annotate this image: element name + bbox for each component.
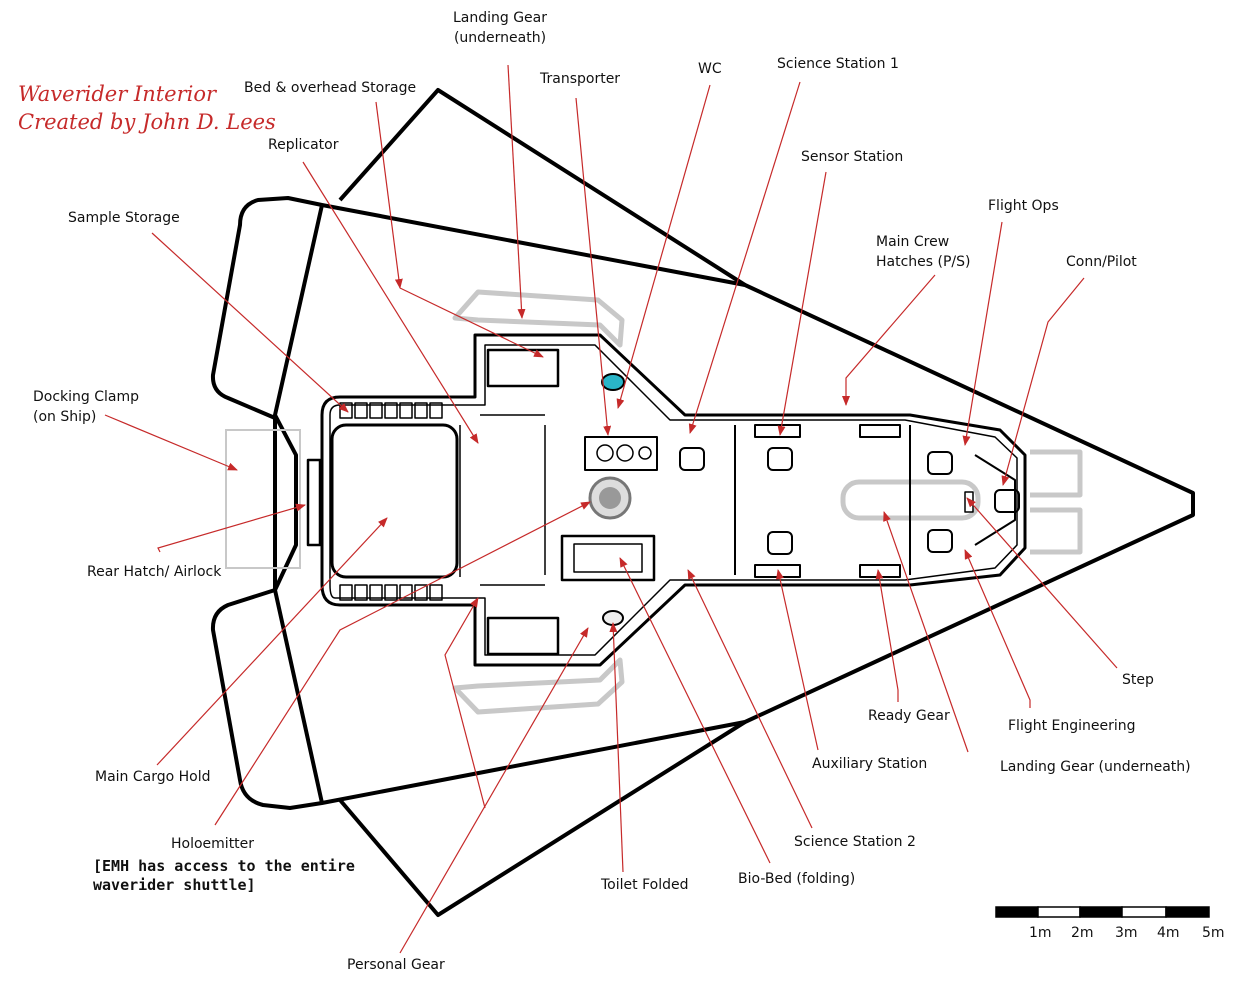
docking-clamp	[225, 429, 301, 569]
leader-auxiliary	[776, 569, 819, 751]
transporter-console	[584, 436, 658, 471]
emh-note-line1: [EMH has access to the entire	[93, 857, 355, 875]
label-step: Step	[1122, 672, 1154, 688]
leader-flight-ops	[962, 221, 1003, 446]
landing-gear-outlines	[452, 289, 1083, 715]
leader-step	[966, 497, 1118, 669]
transporter-pad	[601, 373, 625, 391]
scale-label-5m: 5m	[1202, 925, 1225, 941]
bio-bed-inner	[573, 543, 643, 573]
label-rear-hatch: Rear Hatch/ Airlock	[87, 564, 222, 580]
leader-sample-storage	[151, 232, 349, 413]
leader-personal-gear-2	[444, 597, 486, 809]
label-conn-pilot: Conn/Pilot	[1066, 254, 1137, 270]
title-line-1: Waverider Interior	[18, 82, 217, 106]
leader-personal-gear	[399, 627, 589, 954]
emh-note: [EMH has access to the entire waverider …	[93, 857, 355, 895]
leader-lines	[104, 64, 1118, 954]
scale-label-2m: 2m	[1071, 925, 1094, 941]
station-2	[754, 564, 801, 578]
label-main-cargo-hold: Main Cargo Hold	[95, 769, 211, 785]
airlock-door	[306, 458, 322, 547]
scale-label-3m: 3m	[1115, 925, 1138, 941]
outer-hull	[210, 88, 1195, 917]
label-auxiliary-station: Auxiliary Station	[812, 756, 928, 772]
scale-label-4m: 4m	[1157, 925, 1180, 941]
label-replicator: Replicator	[268, 137, 339, 153]
leader-sensor-station	[777, 171, 827, 436]
bed-top	[486, 348, 560, 388]
leader-ready-gear	[875, 569, 899, 702]
label-sample-storage: Sample Storage	[68, 210, 180, 226]
label-docking-clamp-line2: (on Ship)	[33, 409, 97, 425]
interior-inner-outline	[329, 344, 1018, 656]
label-toilet-folded: Toilet Folded	[601, 877, 689, 893]
leader-landing-gear-bottom	[883, 511, 969, 753]
label-flight-engineering: Flight Engineering	[1008, 718, 1136, 734]
leader-science-2	[687, 569, 813, 829]
scale-label-1m: 1m	[1029, 925, 1052, 941]
leader-bed-storage-2	[399, 287, 544, 358]
label-holoemitter: Holoemitter	[171, 836, 255, 852]
title-line-2: Created by John D. Lees	[18, 110, 276, 134]
leader-hatches	[842, 274, 936, 406]
seats	[679, 447, 1020, 555]
leader-replicator	[302, 161, 479, 444]
cockpit-console	[974, 454, 1016, 546]
bed-bottom	[486, 616, 560, 656]
label-main-crew-hatches-line2: Hatches (P/S)	[876, 254, 971, 270]
leader-toilet	[609, 622, 624, 873]
leader-main-cargo	[156, 517, 388, 766]
leader-conn-pilot	[1001, 277, 1085, 486]
label-sensor-station: Sensor Station	[801, 149, 904, 165]
scale-bar	[995, 906, 1210, 918]
top-wing	[338, 88, 747, 287]
label-science-station-1: Science Station 1	[777, 56, 899, 72]
label-docking-clamp: Docking Clamp (on Ship)	[33, 387, 139, 427]
leader-bed-storage	[375, 101, 403, 289]
landing-gear-bottom	[452, 657, 625, 715]
station-1	[754, 424, 801, 438]
leader-docking-clamp	[104, 414, 238, 471]
label-bed-storage: Bed & overhead Storage	[244, 80, 417, 96]
leader-transporter	[575, 97, 612, 436]
toilet	[602, 610, 624, 626]
bottom-wing	[338, 720, 747, 917]
label-main-crew-hatches-line1: Main Crew	[876, 234, 950, 250]
label-personal-gear: Personal Gear	[347, 957, 445, 973]
label-landing-gear-top: Landing Gear (underneath)	[440, 8, 560, 48]
label-science-station-2: Science Station 2	[794, 834, 916, 850]
label-bio-bed: Bio-Bed (folding)	[738, 871, 856, 887]
leader-flight-engineering	[964, 549, 1031, 708]
landing-gear-front	[1030, 449, 1083, 555]
bio-bed-outline	[560, 534, 656, 582]
label-landing-gear-top-line1: Landing Gear	[452, 10, 548, 26]
label-main-crew-hatches: Main Crew Hatches (P/S)	[876, 232, 971, 272]
station-3	[859, 424, 901, 438]
leader-landing-gear-top	[507, 64, 526, 319]
label-ready-gear: Ready Gear	[868, 708, 950, 724]
label-landing-gear-bottom: Landing Gear (underneath)	[1000, 759, 1191, 775]
landing-gear-top	[452, 289, 625, 348]
leader-holoemitter	[214, 501, 591, 826]
label-flight-ops: Flight Ops	[988, 198, 1059, 214]
label-wc: WC	[698, 61, 722, 77]
leader-science-1	[688, 81, 801, 434]
top-nacelle	[210, 196, 323, 420]
leader-wc	[616, 84, 711, 409]
station-4	[859, 564, 901, 578]
leader-rear-hatch	[157, 503, 306, 553]
step	[964, 491, 974, 513]
label-landing-gear-top-line2: (underneath)	[453, 30, 547, 46]
interior-plan	[306, 333, 1027, 667]
label-docking-clamp-line1: Docking Clamp	[33, 389, 140, 405]
bottom-nacelle	[210, 588, 323, 810]
cargo-hold-room	[330, 423, 459, 579]
emh-note-line2: waverider shuttle]	[93, 876, 256, 894]
interior-outline	[320, 333, 1027, 667]
leader-bio-bed	[619, 557, 771, 864]
label-transporter: Transporter	[540, 71, 621, 87]
